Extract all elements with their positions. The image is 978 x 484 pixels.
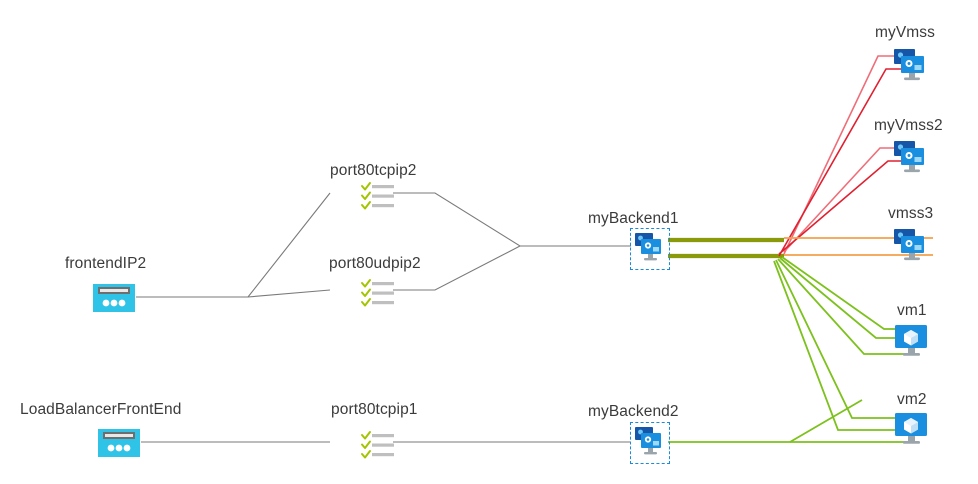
node-label-vmss3: vmss3 xyxy=(888,205,934,222)
link-frontendip2-to-port80tcpip2 xyxy=(136,192,331,298)
vm-icon[interactable] xyxy=(893,324,931,365)
vmss-icon[interactable] xyxy=(893,140,931,181)
node-label-port80tcpip1: port80tcpip1 xyxy=(331,401,418,418)
link-junction-to-myvmss2-b xyxy=(778,160,905,255)
selection-outline-mybackend1[interactable] xyxy=(630,228,670,270)
link-port80tcpip2-to-mybackend1 xyxy=(393,192,631,247)
node-label-loadbalancerfrontend: LoadBalancerFrontEnd xyxy=(20,401,182,418)
node-label-mybackend1: myBackend1 xyxy=(588,210,679,227)
link-junction-to-vm1-c xyxy=(777,258,905,355)
vmss-icon[interactable] xyxy=(893,48,931,89)
red-link-group xyxy=(778,55,905,257)
frontend-ip-icon[interactable] xyxy=(92,283,136,318)
olive-trunk-group xyxy=(668,237,784,259)
node-label-vm1: vm1 xyxy=(897,302,927,319)
link-junction-to-myvmss-a xyxy=(783,55,900,255)
backend-pool-icon[interactable] xyxy=(634,232,665,269)
vmss-icon[interactable] xyxy=(893,228,931,269)
gray-link-group xyxy=(136,192,631,443)
backend-pool-icon[interactable] xyxy=(634,426,665,463)
node-label-frontendip2: frontendIP2 xyxy=(65,255,147,272)
frontend-ip-icon[interactable] xyxy=(97,428,141,463)
node-label-port80tcpip2: port80tcpip2 xyxy=(330,162,417,179)
link-frontendip2-to-port80udpip2 xyxy=(136,289,331,298)
link-mybackend2-to-vm2-direct xyxy=(668,399,863,443)
node-label-mybackend2: myBackend2 xyxy=(588,403,679,420)
link-port80udpip2-to-mybackend1 xyxy=(393,245,521,291)
node-label-port80udpip2: port80udpip2 xyxy=(329,255,421,272)
node-label-myvmss2: myVmss2 xyxy=(874,117,943,134)
green-link-group xyxy=(668,256,905,443)
link-junction-to-vm2-a xyxy=(775,259,905,419)
selection-outline-mybackend2[interactable] xyxy=(630,422,670,464)
lb-rule-icon[interactable] xyxy=(360,181,396,216)
link-junction-to-vm2-b xyxy=(773,260,905,431)
lb-rule-icon[interactable] xyxy=(360,430,396,465)
lb-rule-icon[interactable] xyxy=(360,278,396,313)
node-label-myvmss: myVmss xyxy=(875,24,936,41)
link-junction-to-vm1-a xyxy=(781,256,905,330)
vm-icon[interactable] xyxy=(893,412,931,453)
node-label-vm2: vm2 xyxy=(897,391,927,408)
link-junction-to-myvmss2-a xyxy=(783,147,900,253)
link-junction-to-myvmss-b xyxy=(778,68,905,257)
